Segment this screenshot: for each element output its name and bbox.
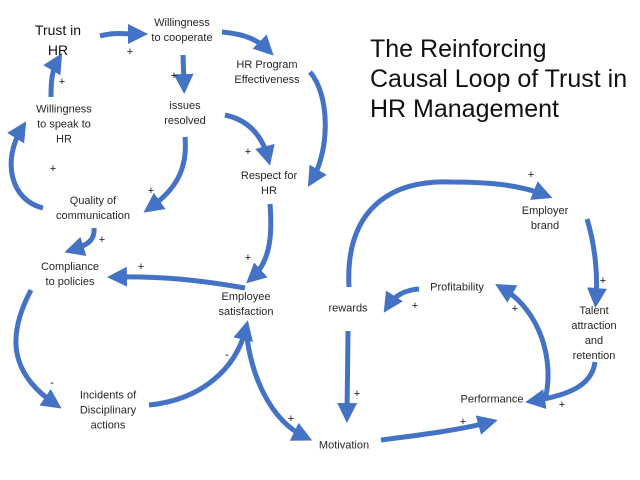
polarity-satisfaction-to-motivation: + bbox=[287, 413, 295, 425]
edge-compliance-to-incidents bbox=[13, 288, 62, 409]
edge-satisfaction-to-motivation bbox=[243, 327, 313, 441]
diagram-title: The Reinforcing Causal Loop of Trust in … bbox=[370, 35, 628, 123]
polarity-talent-to-performance: + bbox=[558, 399, 566, 411]
node-rewards: rewards bbox=[328, 302, 368, 315]
edge-incidents-to-satisfaction bbox=[148, 320, 253, 408]
edge-hr-program-to-respect bbox=[307, 70, 328, 187]
polarity-profitability-to-rewards: + bbox=[411, 300, 419, 312]
edge-speak-to-trust bbox=[43, 53, 63, 98]
edge-rewards-to-brand bbox=[346, 179, 553, 288]
node-trust-in-hr: Trust in HR bbox=[34, 22, 82, 58]
polarity-brand-to-talent: + bbox=[599, 275, 607, 287]
edge-quality-to-speak bbox=[7, 121, 44, 211]
edge-issues-to-quality bbox=[143, 136, 188, 213]
polarity-issues-to-quality: + bbox=[147, 185, 155, 197]
edge-issues-to-respect bbox=[224, 112, 275, 166]
polarity-satisfaction-to-compliance: + bbox=[137, 261, 145, 273]
polarity-incidents-to-satisfaction: - bbox=[225, 349, 229, 361]
polarity-compliance-to-incidents: - bbox=[50, 377, 54, 389]
polarity-motivation-to-performance: + bbox=[459, 416, 467, 428]
polarity-performance-to-profitability: + bbox=[511, 303, 519, 315]
polarity-quality-to-speak: + bbox=[49, 163, 57, 175]
node-quality-of-communication: Quality of communication bbox=[56, 195, 130, 222]
node-incidents-disciplinary: Incidents of Disciplinary actions bbox=[79, 389, 137, 432]
node-profitability: Profitability bbox=[430, 281, 484, 294]
node-employee-satisfaction: Employee satisfaction bbox=[218, 291, 274, 318]
edge-cooperate-to-hr-program bbox=[221, 29, 274, 56]
polarity-cooperate-to-issues: + bbox=[170, 70, 178, 82]
edge-quality-to-compliance bbox=[64, 227, 97, 256]
edge-rewards-to-motivation bbox=[337, 330, 358, 423]
polarity-quality-to-compliance: + bbox=[98, 234, 106, 246]
edge-profitability-to-rewards bbox=[383, 286, 420, 313]
edge-motivation-to-performance bbox=[380, 415, 498, 443]
polarity-rewards-to-motivation: + bbox=[353, 388, 361, 400]
node-hr-program-effectiveness: HR Program Effectiveness bbox=[234, 59, 300, 86]
polarity-rewards-to-brand: + bbox=[527, 169, 535, 181]
edge-trust-to-cooperate bbox=[99, 23, 148, 44]
polarity-issues-to-respect: + bbox=[244, 146, 252, 158]
polarity-respect-to-satisfaction: + bbox=[244, 252, 252, 264]
node-issues-resolved: issues resolved bbox=[164, 100, 206, 127]
polarity-speak-to-trust: + bbox=[58, 76, 66, 88]
edge-performance-to-profitability bbox=[495, 283, 551, 401]
polarity-trust-to-cooperate: + bbox=[126, 46, 134, 58]
node-willingness-to-cooperate: Willingness to cooperate bbox=[151, 17, 213, 44]
edge-cooperate-to-issues bbox=[173, 54, 194, 94]
edge-respect-to-satisfaction bbox=[246, 203, 274, 284]
node-willingness-to-speak: Willingness to speak to HR bbox=[36, 103, 92, 146]
edge-satisfaction-to-compliance bbox=[107, 266, 246, 291]
node-motivation: Motivation bbox=[318, 439, 370, 452]
node-talent-attraction: Talent attraction and retention bbox=[571, 305, 617, 362]
edge-brand-to-talent bbox=[584, 218, 607, 308]
node-respect-for-hr: Respect for HR bbox=[240, 170, 298, 197]
edge-talent-to-performance bbox=[525, 361, 598, 409]
node-compliance-to-policies: Compliance to policies bbox=[40, 261, 100, 288]
node-performance: Performance bbox=[460, 393, 524, 406]
node-employer-brand: Employer brand bbox=[521, 205, 569, 232]
